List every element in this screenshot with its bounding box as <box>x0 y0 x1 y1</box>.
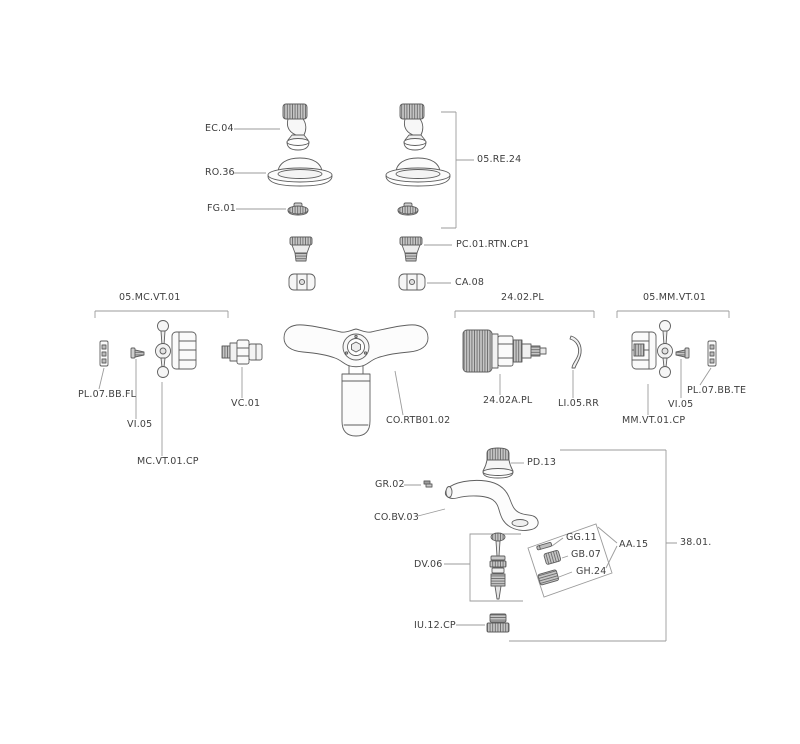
part-plate-left-icon <box>99 340 109 367</box>
part-gr02-icon <box>423 480 433 488</box>
label-mcvt01cp: MC.VT.01.CP <box>137 456 199 467</box>
part-body-center-icon <box>283 324 429 437</box>
label-05re24: 05.RE.24 <box>477 154 522 165</box>
part-gh24-icon <box>537 569 559 586</box>
part-gb07-icon <box>543 550 562 565</box>
label-05mmvt01: 05.MM.VT.01 <box>643 292 707 303</box>
label-gr02: GR.02 <box>375 479 405 490</box>
label-ca08: CA.08 <box>455 277 485 288</box>
part-plate-right-icon <box>707 340 717 367</box>
label-li05rr: LI.05.RR <box>558 398 600 409</box>
part-gasket-icon <box>287 202 309 216</box>
part-screw-left-icon <box>130 347 145 359</box>
label-cortb0102: CO.RTB01.02 <box>386 415 451 426</box>
leader-lines <box>94 111 730 642</box>
part-diverter-assembly-icon <box>489 532 507 600</box>
part-clip-icon <box>569 335 582 369</box>
label-aa15: AA.15 <box>619 539 649 550</box>
part-spout-icon <box>444 479 539 531</box>
label-vc01: VC.01 <box>231 398 261 409</box>
part-iu12cp-icon <box>486 613 510 633</box>
label-2402pl: 24.02.PL <box>501 292 544 303</box>
part-screw-right-icon <box>675 347 690 359</box>
label-pl07bbte: PL.07.BB.TE <box>687 385 747 396</box>
bracket-05mcvt01 <box>94 310 229 318</box>
label-pc01rtncp1: PC.01.RTN.CP1 <box>456 239 530 250</box>
label-vi05-left: VI.05 <box>127 419 153 430</box>
bracket-2402pl <box>454 310 595 318</box>
parts <box>99 103 717 633</box>
bracket-aa15-box <box>527 523 613 598</box>
label-pl07bbfl: PL.07.BB.FL <box>78 389 137 400</box>
label-vi05-right: VI.05 <box>668 399 694 410</box>
bracket-05mmvt01 <box>616 310 730 318</box>
part-diverter-knob-icon <box>482 447 514 479</box>
part-stop-nut-icon <box>289 236 313 262</box>
part-cartridge-vc01-icon <box>221 339 263 365</box>
label-mmvt01cp: MM.VT.01.CP <box>622 415 686 426</box>
bracket-3801 <box>509 449 677 642</box>
part-handle-knob-icon <box>282 103 310 151</box>
label-ro36: RO.36 <box>205 167 235 178</box>
label-fg01: FG.01 <box>207 203 236 214</box>
label-iu12cp: IU.12.CP <box>414 620 456 631</box>
part-cap-nut-icon <box>288 273 316 291</box>
label-gg11: GG.11 <box>566 532 597 543</box>
label-gh24: GH.24 <box>576 566 607 577</box>
bracket-05re24 <box>441 111 474 229</box>
part-gg11-icon <box>536 542 553 551</box>
label-pd13: PD.13 <box>527 457 557 468</box>
label-05mcvt01: 05.MC.VT.01 <box>119 292 181 303</box>
label-dv06: DV.06 <box>414 559 443 570</box>
label-2402apl: 24.02A.PL <box>483 395 533 406</box>
label-3801: 38.01. <box>680 537 712 548</box>
part-thermo-cartridge-icon <box>462 329 547 373</box>
label-gb07: GB.07 <box>571 549 601 560</box>
label-cobv03: CO.BV.03 <box>374 512 419 523</box>
label-ec04: EC.04 <box>205 123 234 134</box>
part-valve-right-icon <box>631 320 673 378</box>
part-escutcheon-icon <box>267 157 333 187</box>
part-valve-left-icon <box>155 320 197 378</box>
